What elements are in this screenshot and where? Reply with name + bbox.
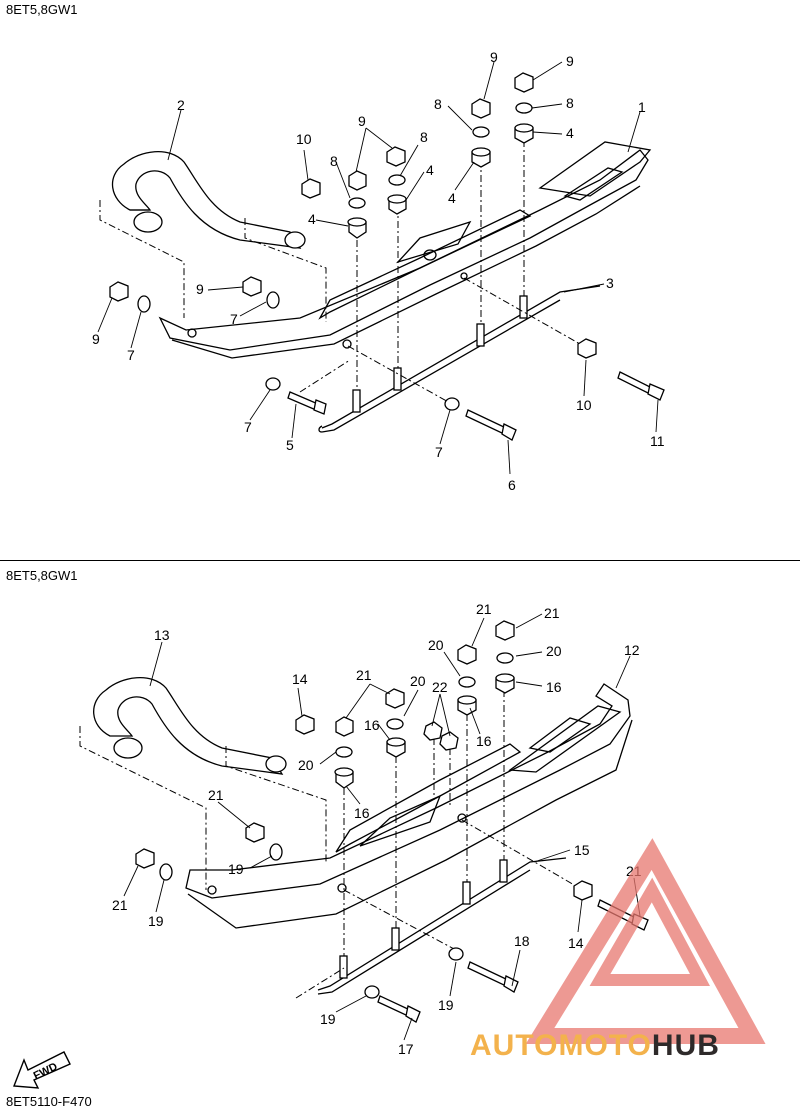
callout-19a: 19	[228, 861, 244, 877]
callout-20d: 20	[298, 757, 314, 773]
callout-9c: 9	[358, 113, 366, 129]
callout-21e: 21	[112, 897, 128, 913]
callout-21b: 21	[544, 605, 560, 621]
callout-20b: 20	[546, 643, 562, 659]
callout-8a: 8	[434, 96, 442, 112]
callouts-top: 1 2 3 4 4 4 4 5 6 7 7 7 7 8 8 8 8 9 9 9 …	[92, 49, 665, 493]
watermark-logo	[525, 838, 766, 1044]
diagram-code-top: 8ET5,8GW1	[6, 2, 78, 17]
callout-19b: 19	[148, 913, 164, 929]
callout-13: 13	[154, 627, 170, 643]
callout-7d: 7	[435, 444, 443, 460]
callout-1: 1	[638, 99, 646, 115]
diagram-code-bottom: 8ET5,8GW1	[6, 568, 78, 583]
figure-code: 8ET5110-F470	[6, 1094, 92, 1109]
callout-9d: 9	[196, 281, 204, 297]
callout-16c: 16	[364, 717, 380, 733]
callout-4d: 4	[308, 211, 316, 227]
callout-23: 22	[432, 679, 448, 695]
callout-8b: 8	[566, 95, 574, 111]
callout-14b: 14	[568, 935, 584, 951]
callout-4b: 4	[448, 190, 456, 206]
callout-8c: 8	[420, 129, 428, 145]
leader-lines-top	[97, 61, 659, 475]
callout-5: 5	[286, 437, 294, 453]
callout-7b: 7	[127, 347, 135, 363]
callout-20c: 20	[410, 673, 426, 689]
ski-part-1	[158, 141, 652, 359]
ski-part-12	[185, 683, 633, 929]
watermark-part2: HUB	[651, 1029, 720, 1062]
ski-handle-part-2	[99, 150, 327, 322]
callout-21c: 21	[356, 667, 372, 683]
runner-part-15	[317, 857, 567, 995]
callout-7c: 7	[244, 419, 252, 435]
callout-4c: 4	[426, 162, 434, 178]
callout-3: 3	[606, 275, 614, 291]
callout-2: 2	[177, 97, 185, 113]
callout-9b: 9	[566, 53, 574, 69]
top-hardware	[109, 72, 665, 441]
callout-16d: 16	[354, 805, 370, 821]
callout-10a: 10	[296, 131, 312, 147]
callout-21a: 21	[476, 601, 492, 617]
top-ski-assembly	[99, 72, 665, 441]
callout-6: 6	[508, 477, 516, 493]
watermark-part1: AUTOMOTO	[470, 1029, 652, 1062]
fwd-arrow-icon: FWD	[13, 1051, 71, 1089]
callout-15: 15	[574, 842, 590, 858]
callout-9e: 9	[92, 331, 100, 347]
callout-21d: 21	[208, 787, 224, 803]
ski-handle-part-13	[79, 676, 327, 890]
callout-10b: 10	[576, 397, 592, 413]
callout-8d: 8	[330, 153, 338, 169]
callout-16b: 16	[476, 733, 492, 749]
callout-14a: 14	[292, 671, 308, 687]
callout-9a: 9	[490, 49, 498, 65]
callout-20a: 20	[428, 637, 444, 653]
fwd-label: FWD	[32, 1061, 60, 1083]
callout-18: 18	[514, 933, 530, 949]
callout-7a: 7	[230, 311, 238, 327]
callouts-bottom: 12 13 14 14 15 16 16 16 16 17 18 19 19 1…	[112, 601, 642, 1057]
section-divider	[0, 560, 800, 561]
fwd-arrow: FWD	[10, 1046, 74, 1095]
watermark-text: AUTOMOTOHUB	[470, 1029, 720, 1063]
callout-16a: 16	[546, 679, 562, 695]
callout-19d: 19	[438, 997, 454, 1013]
callout-4a: 4	[566, 125, 574, 141]
callout-12: 12	[624, 642, 640, 658]
callout-11: 11	[650, 433, 665, 449]
callout-17: 17	[398, 1041, 414, 1057]
callout-19c: 19	[320, 1011, 336, 1027]
